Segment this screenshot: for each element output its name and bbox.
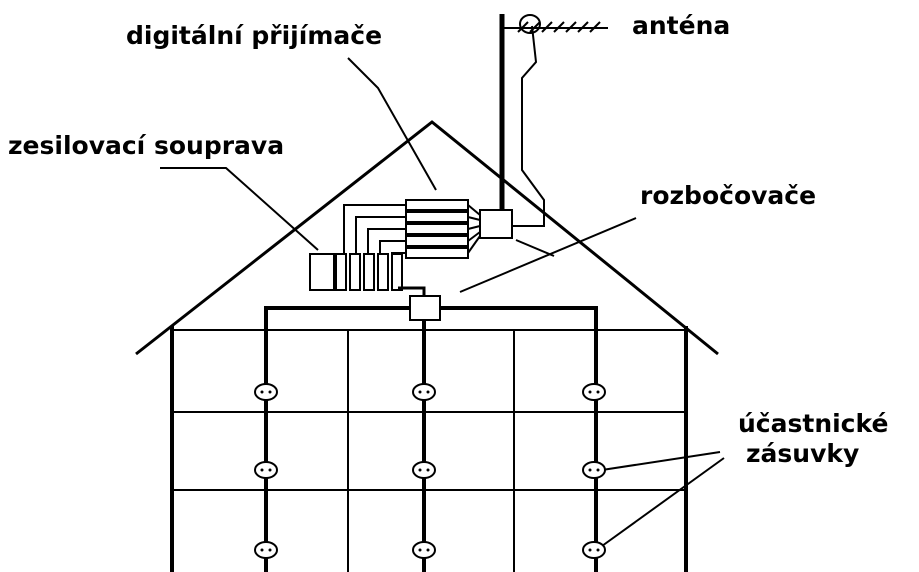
label-amplifier-set: zesilovací souprava <box>8 131 284 160</box>
socket-icon <box>582 383 606 401</box>
receiver-amplifier-cables <box>343 204 406 254</box>
leader-amplifier <box>160 167 319 251</box>
house-roof <box>135 120 719 356</box>
splitter-top <box>479 209 513 239</box>
receiver-unit <box>405 247 469 259</box>
receiver-unit <box>405 199 469 211</box>
socket-icon <box>582 461 606 479</box>
socket-icon <box>582 541 606 559</box>
receiver-unit <box>405 235 469 247</box>
socket-icon <box>412 383 436 401</box>
amplifier-set <box>309 253 403 291</box>
distribution-cables <box>264 306 598 572</box>
leader-splitter-upper <box>515 239 555 257</box>
label-receivers: digitální přijímače <box>126 21 382 50</box>
leader-socket-mid <box>601 451 721 471</box>
antenna-dish <box>519 14 541 34</box>
socket-icon <box>412 461 436 479</box>
socket-icon <box>254 461 278 479</box>
amplifier-unit <box>349 253 361 291</box>
amplifier-unit <box>377 253 389 291</box>
digital-receivers <box>405 199 469 259</box>
socket-holes <box>260 390 600 552</box>
trunk-left <box>264 306 410 572</box>
leader-splitter-lower <box>459 217 637 293</box>
antenna-elements <box>517 21 601 33</box>
leader-lines <box>160 57 725 547</box>
trunk-right <box>440 306 598 572</box>
amplifier-output-cable <box>398 286 426 298</box>
receiver-unit <box>405 211 469 223</box>
subscriber-sockets <box>254 383 606 559</box>
amplifier-unit-wide <box>309 253 335 291</box>
label-sockets-line1: účastnické <box>738 409 888 438</box>
socket-icon <box>254 541 278 559</box>
label-sockets-line2: zásuvky <box>746 439 859 468</box>
amplifier-unit <box>391 253 403 291</box>
antenna-cable <box>512 25 545 227</box>
amplifier-unit <box>335 253 347 291</box>
receiver-unit <box>405 223 469 235</box>
splitter-main <box>409 295 441 321</box>
amplifier-unit <box>363 253 375 291</box>
label-antenna: anténa <box>632 11 730 40</box>
antenna-icon <box>499 14 608 227</box>
splitter-top-connections <box>467 204 481 254</box>
leader-receivers <box>347 57 437 191</box>
label-splitters: rozbočovače <box>640 181 816 210</box>
socket-icon <box>254 383 278 401</box>
socket-icon <box>412 541 436 559</box>
house-structure <box>170 326 688 572</box>
leader-socket-bottom <box>601 457 725 547</box>
